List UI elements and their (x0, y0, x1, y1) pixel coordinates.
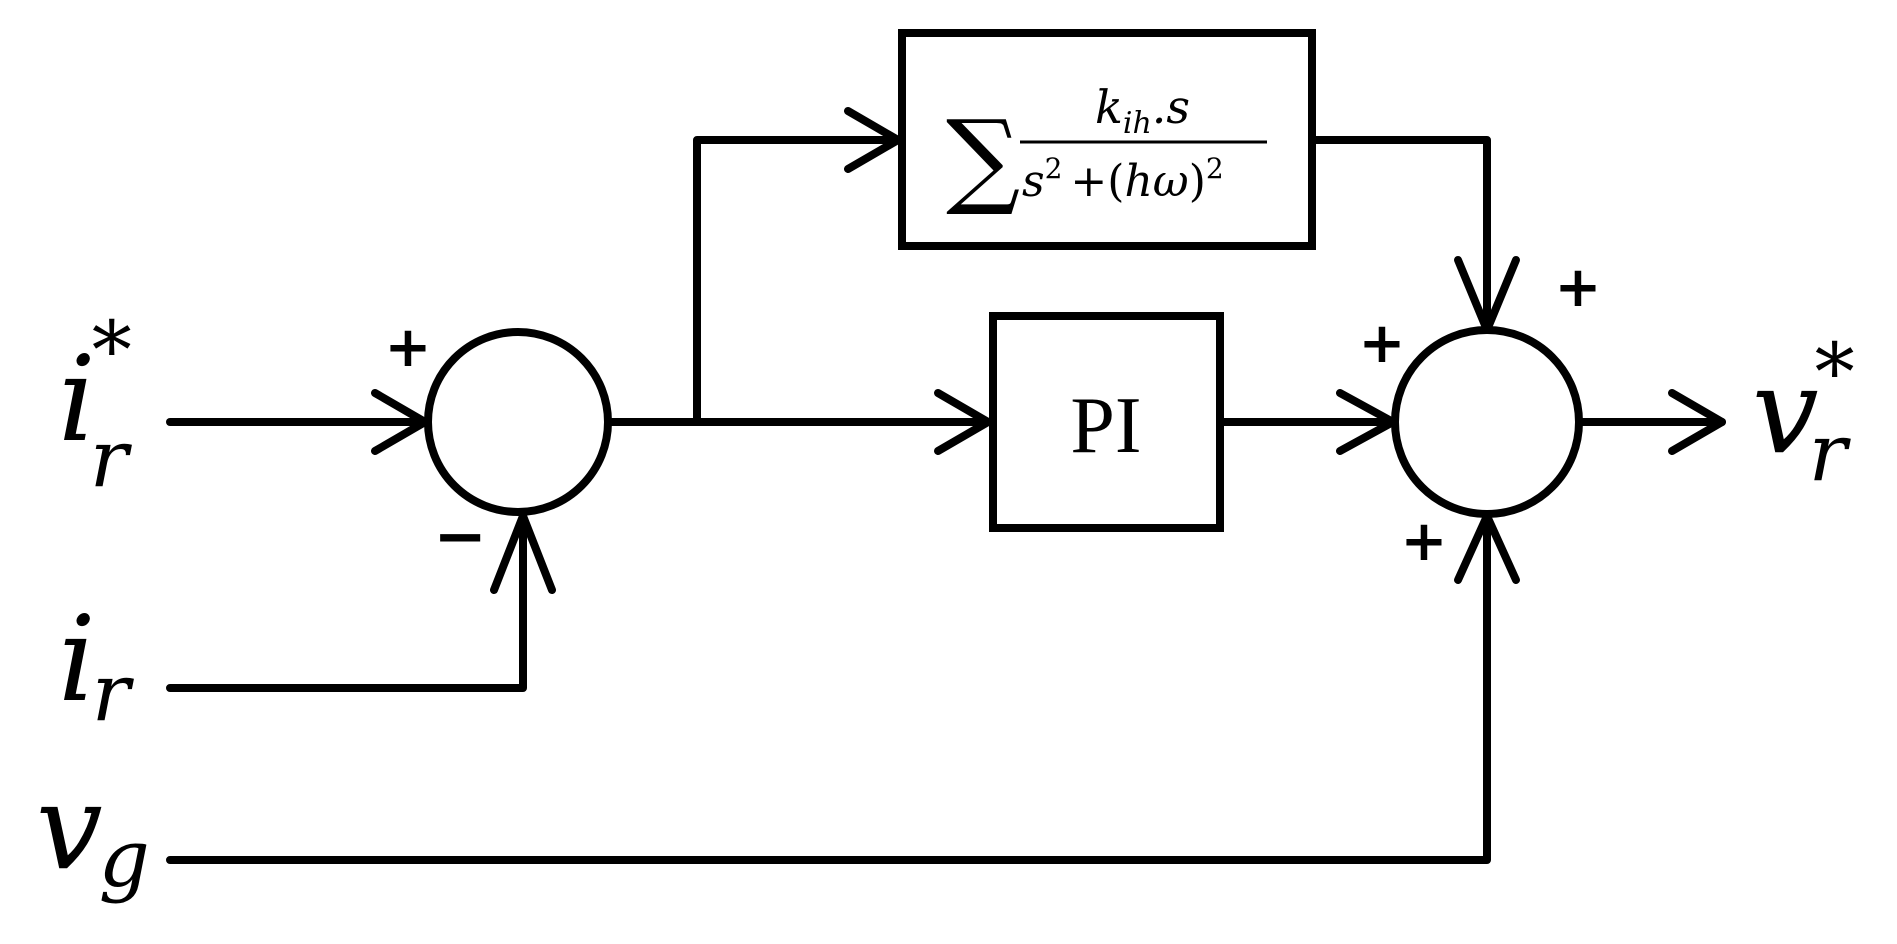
pi-controller-block (989, 312, 1224, 532)
sign-sum2-bottom: + (1401, 509, 1448, 574)
sign-sum1-minus: − (433, 500, 487, 574)
sign-sum2-left: + (1359, 311, 1406, 376)
label-vg: vg (36, 758, 150, 905)
label-vr-ref: v*r (1752, 326, 1855, 499)
sign-sum2-top: + (1555, 255, 1602, 320)
tf-denominator: s2+(hω)2 (1022, 152, 1224, 207)
tf-numerator: kih.s (1095, 80, 1190, 141)
summing-junction-1 (424, 328, 612, 516)
label-ir-ref: i*r (58, 304, 133, 505)
arrowhead-pi-in (934, 389, 992, 455)
wire-resonant-out (1308, 136, 1491, 334)
wire-vg (166, 512, 1491, 864)
label-ir: ir (58, 590, 135, 739)
pi-label: PI (1070, 382, 1141, 470)
summing-junction-2 (1391, 326, 1583, 518)
resonant-transfer-function: ∑ kih.s s2+(hω)2 (946, 80, 1267, 219)
wire-branch-resonant (693, 136, 902, 426)
summation-symbol: ∑ (946, 97, 1020, 219)
resonant-controller-block (898, 29, 1316, 250)
arrowhead-output (1668, 389, 1726, 455)
arrowhead-sum1-bottom (490, 512, 556, 594)
sign-sum1-plus: + (385, 315, 432, 380)
wire-ir-feedback (166, 512, 527, 692)
